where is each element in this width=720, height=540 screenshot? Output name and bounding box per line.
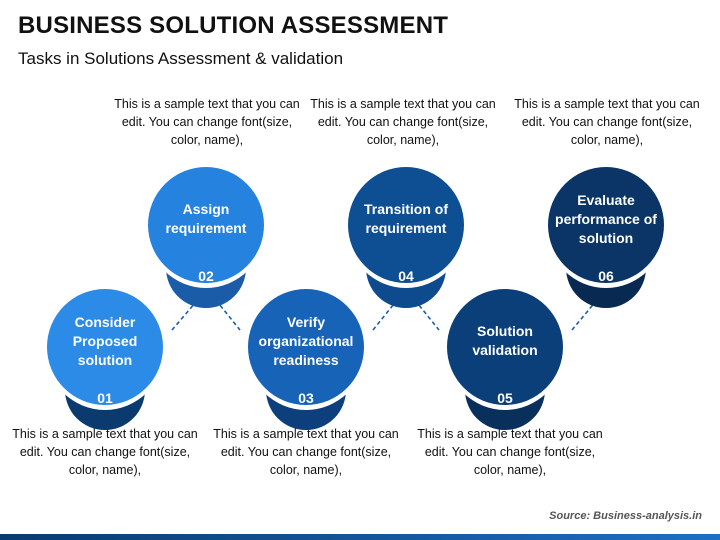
bottom-accent-bar (0, 534, 720, 540)
node-03-shape (247, 289, 365, 430)
node-04-shape (347, 167, 465, 308)
node-02-description: This is a sample text that you can edit.… (114, 97, 300, 147)
source-credit: Source: Business-analysis.in (549, 510, 702, 522)
node-01-description: This is a sample text that you can edit.… (12, 427, 198, 477)
node-04-label: Transition of requirement (364, 201, 448, 236)
node-05-shape (446, 289, 564, 430)
node-04-number: 04 (398, 268, 414, 284)
node-03-number: 03 (298, 390, 314, 406)
step-node-03: Verify organizational readiness 03 (241, 286, 371, 430)
page-subtitle: Tasks in Solutions Assessment & validati… (18, 49, 344, 68)
node-02-shape (147, 167, 265, 308)
node-04-description: This is a sample text that you can edit.… (310, 97, 496, 147)
node-03-description: This is a sample text that you can edit.… (213, 427, 399, 477)
node-06-description: This is a sample text that you can edit.… (514, 97, 700, 147)
step-node-02: Assign requirement 02 (141, 164, 271, 308)
node-06-number: 06 (598, 268, 614, 284)
step-node-05: Solution validation 05 (440, 286, 570, 430)
step-node-04: Transition of requirement 04 (341, 164, 471, 308)
page-title: BUSINESS SOLUTION ASSESSMENT (18, 12, 449, 39)
node-03-label: Verify organizational readiness (258, 313, 354, 368)
node-05-label: Solution validation (472, 323, 538, 358)
node-02-number: 02 (198, 268, 214, 284)
node-06-shape (547, 167, 665, 308)
node-01-shape (46, 289, 164, 430)
node-05-number: 05 (497, 390, 513, 406)
node-05-description: This is a sample text that you can edit.… (417, 427, 603, 477)
node-01-label: Consider Proposed solution (72, 313, 138, 368)
step-node-06: Evaluate performance of solution 06 (541, 164, 671, 308)
node-01-number: 01 (97, 390, 113, 406)
node-06-label: Evaluate performance of solution (555, 191, 657, 246)
step-node-01: Consider Proposed solution 01 (40, 286, 170, 430)
node-02-label: Assign requirement (165, 201, 247, 236)
